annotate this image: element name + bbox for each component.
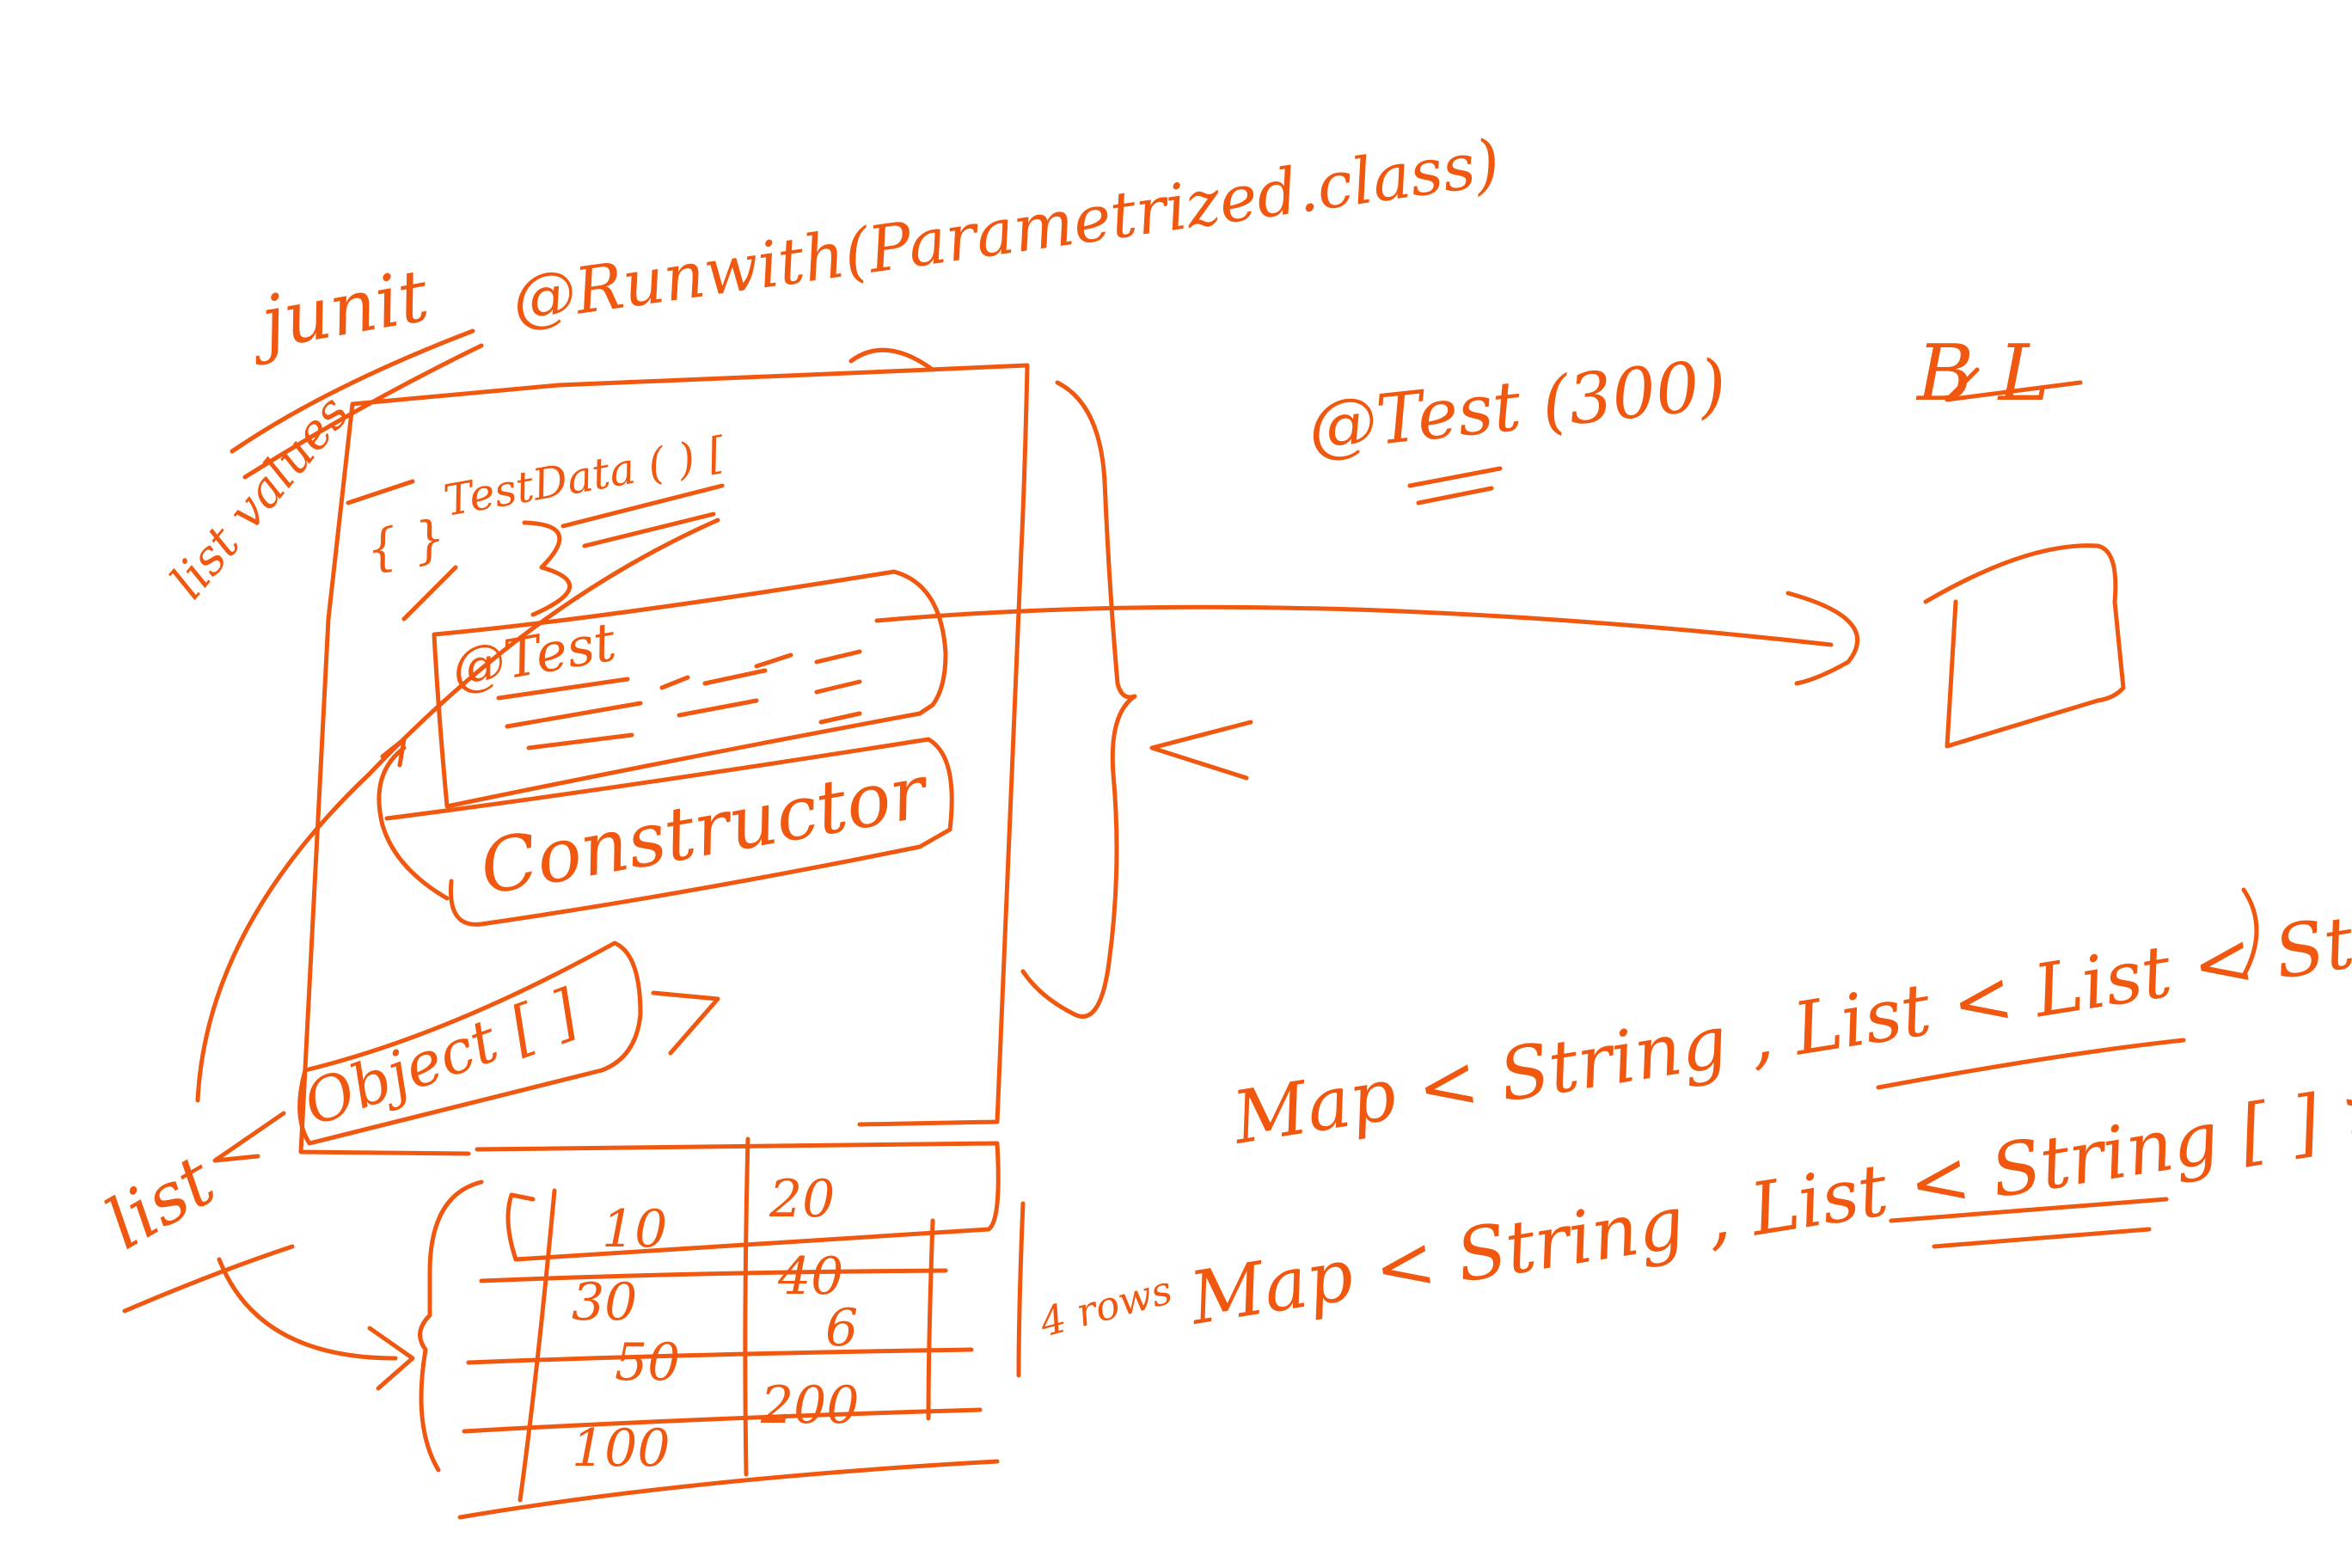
table-cell: 30 xyxy=(572,1272,637,1332)
label-bl: B L xyxy=(1915,328,2050,419)
test-line-3 xyxy=(526,732,634,750)
constructor-box xyxy=(384,737,954,927)
test-line-4 xyxy=(659,675,690,690)
result-box xyxy=(1923,543,2126,749)
test-line-6 xyxy=(677,698,759,718)
list-loop xyxy=(195,518,720,1103)
test-line-8 xyxy=(814,649,862,665)
test300-underline xyxy=(1407,466,1503,488)
long-arrow xyxy=(874,604,1834,647)
list-curve-to-table xyxy=(217,1257,398,1361)
list-string-underline xyxy=(1876,1038,2186,1090)
table-cell: 50 xyxy=(615,1332,680,1393)
list-arrow-head xyxy=(212,1111,286,1163)
table-col-right xyxy=(926,1218,935,1421)
test-line-2 xyxy=(505,701,643,729)
brace-small-left xyxy=(401,565,458,622)
brace-small-right xyxy=(522,520,572,617)
map-bracket-close xyxy=(2241,887,2259,978)
long-arrow-head xyxy=(1785,591,1859,686)
table-hline-3 xyxy=(462,1407,983,1434)
table-cell: 100 xyxy=(572,1418,671,1479)
test-line-7 xyxy=(754,652,793,669)
arrow-to-brace xyxy=(1149,720,1253,781)
table-cell: 40 xyxy=(777,1246,843,1307)
test-line-5 xyxy=(702,668,768,686)
list-values-arrow-slash xyxy=(346,479,415,505)
table-hline-bottom xyxy=(457,1459,1000,1520)
table-col-mid xyxy=(743,1136,750,1477)
test-box xyxy=(432,569,948,809)
string-array-underline xyxy=(1889,1197,2169,1223)
table-cell: 6 xyxy=(825,1298,858,1358)
table-bracket xyxy=(418,1179,484,1473)
list-curve-arrowhead xyxy=(367,1326,415,1391)
table-frame xyxy=(475,1141,1001,1262)
constructor-hook xyxy=(377,745,450,901)
junit-underline-2 xyxy=(242,343,484,480)
class-box-top-arc xyxy=(848,347,935,372)
table-cell: 10 xyxy=(602,1199,667,1259)
test-line-9 xyxy=(814,679,862,695)
test-line-10 xyxy=(818,711,862,725)
bl-l xyxy=(1945,367,2083,402)
table-hline-1 xyxy=(479,1268,948,1283)
test300-underline-2 xyxy=(1416,486,1494,505)
testdata-underline-2 xyxy=(582,511,716,548)
object-chevron xyxy=(651,990,720,1056)
label-braces: { } xyxy=(362,508,450,579)
test-line-1 xyxy=(496,677,630,701)
big-curly-brace xyxy=(1020,380,1137,1019)
junit-underline xyxy=(230,328,475,454)
testdata-underline xyxy=(560,483,725,529)
rows-bracket xyxy=(1016,1201,1026,1378)
table-cell: 200 xyxy=(760,1375,860,1436)
list-underline xyxy=(122,1244,295,1314)
class-box xyxy=(298,363,1030,1156)
string-array-underline-2 xyxy=(1932,1227,2152,1249)
table-cell: 20 xyxy=(769,1169,835,1229)
table-hline-2 xyxy=(466,1347,974,1365)
object-box xyxy=(297,940,643,1146)
